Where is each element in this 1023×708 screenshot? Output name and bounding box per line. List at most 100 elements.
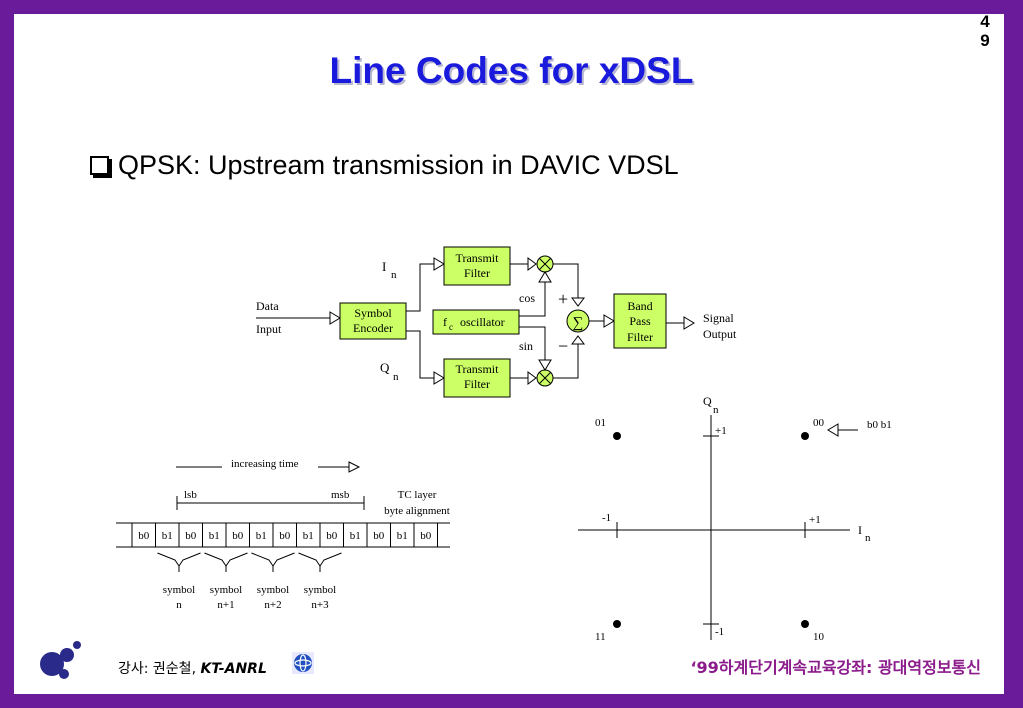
- b0b1-arrow-icon: [827, 423, 839, 437]
- bullet-text: QPSK: Upstream transmission in DAVIC VDS…: [118, 150, 679, 180]
- footer-lecturer: 강사: 권순철, KT-ANRL: [118, 658, 267, 678]
- sum-bottom-arrow-icon: [571, 335, 585, 345]
- bit-cell: b1: [397, 530, 408, 542]
- symbol-index-label: n+2: [264, 599, 281, 611]
- i-axis-label: I: [858, 523, 862, 537]
- symbol-encoder-block: [339, 302, 407, 340]
- i-sub: n: [391, 269, 397, 281]
- symbol-bracket: [251, 552, 295, 567]
- mixer-q-to-sum-line: [553, 344, 579, 379]
- oscillator-block: [432, 309, 520, 335]
- q-label: Q: [380, 360, 390, 375]
- bit-cell: b0: [138, 530, 150, 542]
- transmit-filter-q-block: [443, 358, 511, 398]
- symbol-bracket: [204, 552, 248, 567]
- bit-cell: b1: [303, 530, 314, 542]
- symbol-index-label: n+3: [311, 599, 329, 611]
- footer-org: KT-ANRL: [200, 661, 267, 677]
- bit-cell: b0: [373, 530, 385, 542]
- footer-lecturer-text: 강사: 권순철,: [118, 661, 201, 677]
- mixer-q-left-arrow-icon: [527, 371, 537, 385]
- slide-title: Line Codes for xDSL: [329, 50, 694, 91]
- tick-label-i-plus: +1: [809, 514, 821, 526]
- oscillator-f: f: [443, 315, 447, 329]
- q-path-line: [406, 330, 444, 379]
- lsb-label: lsb: [184, 489, 197, 501]
- transmit-filter-i-label-2: Filter: [464, 266, 490, 280]
- checkbox-bullet-icon: [90, 156, 109, 175]
- symbol-bracket: [298, 552, 342, 567]
- bit-cell: b0: [232, 530, 244, 542]
- data-input-label-1: Data: [256, 299, 279, 313]
- data-input-label-2: Input: [256, 322, 282, 336]
- bpf-in-arrow-icon: [603, 314, 615, 328]
- cos-line: [519, 280, 546, 317]
- signal-output-arrow-icon: [683, 316, 695, 330]
- cos-label: cos: [519, 291, 535, 305]
- i-arrow-icon: [433, 257, 445, 271]
- transmit-filter-q-label-1: Transmit: [456, 362, 500, 376]
- tc-layer-label-2: byte alignment: [384, 505, 450, 517]
- cos-arrow-icon: [538, 271, 552, 283]
- bpf-label-1: Band: [627, 299, 652, 313]
- symbol-label: symbol: [210, 584, 242, 596]
- sin-line: [519, 326, 546, 362]
- sum-top-arrow-icon: [571, 297, 585, 307]
- constellation-point-label: 01: [595, 417, 606, 429]
- bit-cell: b0: [420, 530, 432, 542]
- kt-logo-icon: [40, 641, 81, 679]
- page-number: 4 9: [975, 12, 995, 50]
- block-diagram: Data Input Symbol Encoder I n Q n Transm…: [256, 246, 737, 398]
- q-arrow-icon: [433, 371, 445, 385]
- i-axis-sub: n: [865, 532, 871, 544]
- signal-output-label-1: Signal: [703, 311, 734, 325]
- tc-layer-label-1: TC layer: [398, 489, 437, 501]
- transmit-filter-q-label-2: Filter: [464, 377, 490, 391]
- page-number-text: 4 9: [980, 12, 990, 50]
- bit-cell: b1: [209, 530, 220, 542]
- symbol-labels: symbol n symbol n+1 symbol n+2 symbol n+3: [163, 584, 336, 611]
- symbol-bracket: [157, 552, 201, 567]
- symbol-label: symbol: [257, 584, 289, 596]
- sin-label: sin: [519, 339, 533, 353]
- mixer-i-to-sum-line: [553, 263, 579, 298]
- symbol-label: symbol: [304, 584, 336, 596]
- constellation-point-label: 11: [595, 631, 606, 643]
- plus-sign: +: [558, 289, 568, 309]
- bit-cell: b1: [162, 530, 173, 542]
- sum-symbol: ∑: [573, 315, 584, 331]
- slide-background: [14, 14, 1004, 694]
- constellation-point: [613, 620, 621, 628]
- band-pass-filter-block: [613, 293, 667, 349]
- transmit-filter-i-block: [443, 246, 511, 286]
- tick-label-q-plus: +1: [715, 425, 727, 437]
- bit-cell: b0: [185, 530, 197, 542]
- tick-label-i-minus: -1: [602, 512, 611, 524]
- bullet-point: QPSK: Upstream transmission in DAVIC VDS…: [90, 150, 679, 181]
- bit-cell: b0: [279, 530, 291, 542]
- tick-label-q-minus: -1: [715, 626, 724, 638]
- symbol-index-label: n+1: [217, 599, 234, 611]
- b0b1-label: b0 b1: [867, 419, 892, 431]
- mixer-i-left-arrow-icon: [527, 257, 537, 271]
- i-path-line: [406, 263, 444, 312]
- bit-cell: b1: [256, 530, 267, 542]
- symbol-encoder-label-1: Symbol: [354, 306, 392, 320]
- constellation-point: [801, 432, 809, 440]
- q-axis-label: Q: [703, 394, 712, 408]
- constellation-point: [801, 620, 809, 628]
- symbol-label: symbol: [163, 584, 195, 596]
- anrl-logo-icon: [292, 652, 314, 674]
- transmit-filter-i-label-1: Transmit: [456, 251, 500, 265]
- bpf-label-3: Filter: [627, 330, 653, 344]
- time-arrow-icon: [348, 461, 361, 473]
- symbol-index-label: n: [176, 599, 182, 611]
- bit-stream-diagram: increasing time lsb msb TC layer byte al…: [116, 458, 450, 611]
- oscillator-c: c: [449, 322, 453, 332]
- minus-sign: −: [558, 336, 568, 356]
- i-label: I: [382, 259, 386, 274]
- footer-course: ‘99하계단기계속교육강좌: 광대역정보통신: [690, 658, 981, 677]
